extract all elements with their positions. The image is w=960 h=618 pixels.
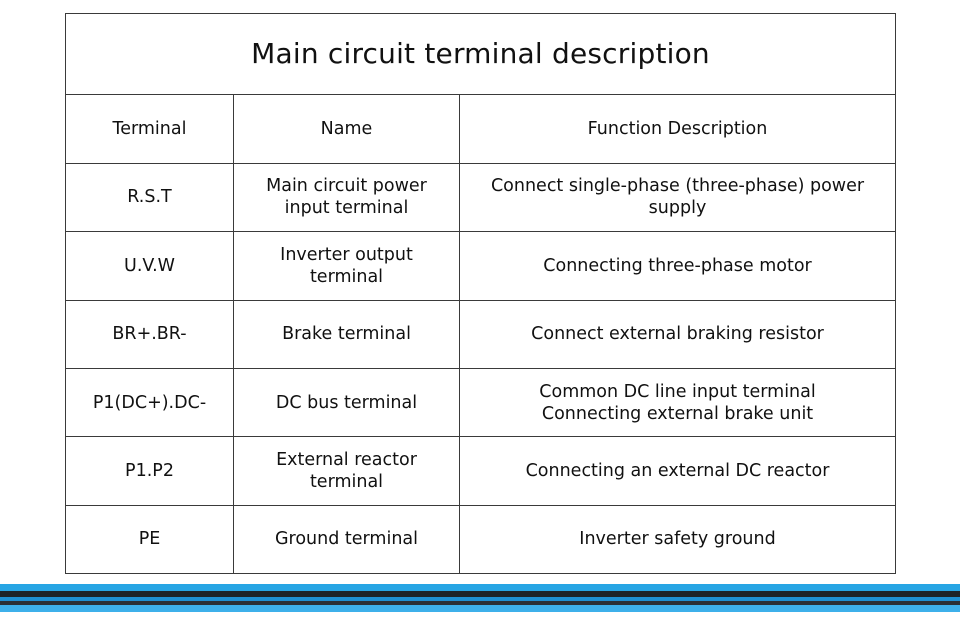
- cell-function-line: Common DC line input terminal: [539, 381, 816, 402]
- stripe-blue: [0, 584, 960, 591]
- cell-function-line: Connecting three-phase motor: [543, 255, 812, 276]
- cell-function: Connect external braking resistor: [458, 299, 897, 369]
- footer-stripe-band: [0, 584, 960, 612]
- cell-function-line: Connect external braking resistor: [531, 324, 824, 345]
- stripe-dark: [0, 591, 960, 597]
- stripe-blue: [0, 597, 960, 601]
- cell-name: Inverter output terminal: [233, 231, 460, 301]
- cell-function-line: Connecting external brake unit: [541, 403, 814, 424]
- header-name: Name: [233, 94, 460, 164]
- cell-terminal: PE: [65, 504, 234, 575]
- table-row: R.S.T Main circuit power input terminal …: [65, 162, 897, 233]
- cell-terminal: P1(DC+).DC-: [65, 367, 234, 438]
- cell-name: External reactor terminal: [233, 436, 460, 506]
- cell-name-line: DC bus terminal: [275, 392, 418, 413]
- cell-function: Connecting three-phase motor: [458, 231, 897, 301]
- cell-name-line: Inverter output: [280, 244, 413, 265]
- cell-function: Inverter safety ground: [458, 504, 897, 575]
- cell-name: Ground terminal: [233, 504, 460, 575]
- cell-function: Connect single-phase (three-phase) power…: [458, 162, 897, 233]
- table-row: BR+.BR- Brake terminal Connect external …: [65, 299, 897, 369]
- header-function: Function Description: [458, 94, 897, 164]
- cell-name-line: Main circuit power: [266, 176, 427, 197]
- cell-function-line: supply: [648, 198, 707, 219]
- cell-name-line: terminal: [309, 266, 384, 287]
- stripe-blue: [0, 605, 960, 612]
- cell-name-line: External reactor: [276, 449, 417, 470]
- header-row: Terminal Name Function Description: [65, 94, 897, 164]
- cell-name: DC bus terminal: [233, 367, 460, 438]
- title-row: Main circuit terminal description: [64, 12, 897, 96]
- cell-name-line: Ground terminal: [274, 529, 419, 550]
- cell-name: Main circuit power input terminal: [233, 162, 460, 233]
- cell-function-line: Connect single-phase (three-phase) power: [490, 176, 865, 197]
- cell-terminal: BR+.BR-: [65, 299, 234, 369]
- table-row: P1.P2 External reactor terminal Connecti…: [65, 436, 897, 506]
- cell-function: Common DC line input terminal Connecting…: [458, 367, 897, 438]
- cell-function-line: Connecting an external DC reactor: [525, 460, 830, 481]
- table-row: P1(DC+).DC- DC bus terminal Common DC li…: [65, 367, 897, 438]
- cell-function: Connecting an external DC reactor: [458, 436, 897, 506]
- cell-terminal: R.S.T: [65, 162, 234, 233]
- table-title: Main circuit terminal description: [64, 12, 897, 96]
- table-row: U.V.W Inverter output terminal Connectin…: [65, 231, 897, 301]
- cell-terminal: U.V.W: [65, 231, 234, 301]
- cell-function-line: Inverter safety ground: [579, 529, 776, 550]
- header-terminal: Terminal: [65, 94, 234, 164]
- table-row: PE Ground terminal Inverter safety groun…: [65, 504, 897, 575]
- stripe-dark: [0, 601, 960, 605]
- cell-name-line: terminal: [309, 471, 384, 492]
- cell-terminal: P1.P2: [65, 436, 234, 506]
- terminal-description-table: Main circuit terminal description Termin…: [64, 12, 897, 575]
- cell-name-line: Brake terminal: [282, 324, 411, 345]
- cell-name: Brake terminal: [233, 299, 460, 369]
- cell-name-line: input terminal: [284, 198, 409, 219]
